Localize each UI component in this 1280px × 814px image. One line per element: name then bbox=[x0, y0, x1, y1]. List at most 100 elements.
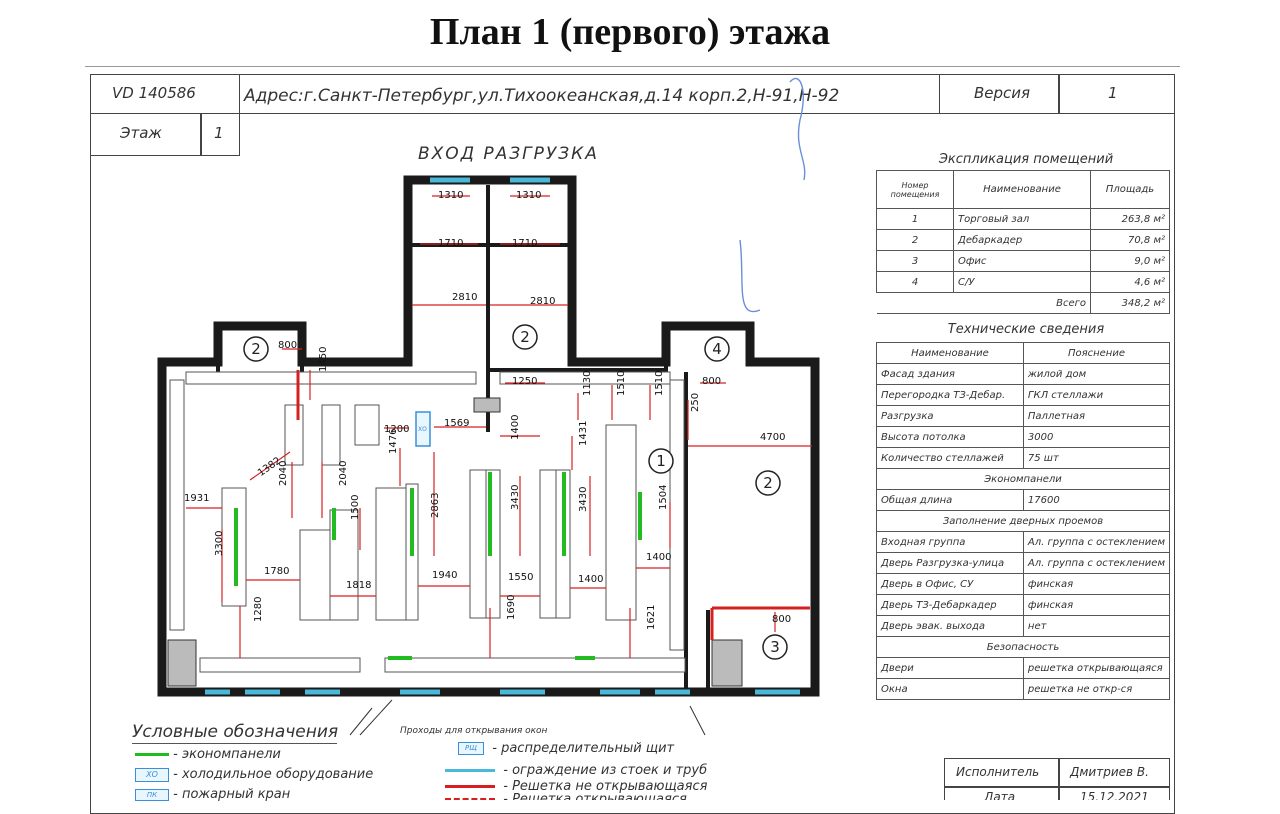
tech-cell: нет bbox=[1022, 615, 1171, 637]
explication-cell: 263,8 м² bbox=[1090, 208, 1170, 230]
explication-cell: 2 bbox=[876, 229, 954, 251]
dimension-label: 1400 bbox=[646, 552, 672, 563]
date-value: 15.12.2021 bbox=[1080, 790, 1149, 800]
header-version-value: 1 bbox=[1108, 84, 1118, 102]
header-floor-cell bbox=[90, 114, 240, 156]
explication-table: Номер помещения Наименование Площадь 1 Т… bbox=[876, 170, 1170, 314]
outer-walls bbox=[157, 175, 820, 697]
tech-cell: Количество стеллажей bbox=[876, 447, 1024, 469]
room-number: 2 bbox=[763, 474, 773, 492]
fence-symbol bbox=[445, 769, 495, 772]
header-code-cell bbox=[90, 74, 240, 114]
dimension-label: 1710 bbox=[438, 238, 464, 249]
tech-cell: жилой дом bbox=[1022, 363, 1171, 385]
tech-cell: финская bbox=[1022, 594, 1171, 616]
dimension-label: 1200 bbox=[384, 424, 410, 435]
tech-cell: финская bbox=[1022, 573, 1171, 595]
header-floor-divider bbox=[200, 114, 202, 156]
tech-header: Наименование bbox=[876, 342, 1024, 364]
header-address: Адрес:г.Санкт-Петербург,ул.Тихоокеанская… bbox=[244, 86, 840, 106]
window-access-lines bbox=[349, 699, 706, 736]
grilles bbox=[296, 370, 810, 640]
dimension-label: 1500 bbox=[350, 494, 361, 520]
tech-cell: ГКЛ стеллажи bbox=[1022, 384, 1171, 406]
tech-cell: Дверь ТЗ-Дебаркадер bbox=[876, 594, 1024, 616]
tech-cell: 3000 bbox=[1022, 426, 1171, 448]
dimension-label: 2810 bbox=[452, 292, 478, 303]
dimension-label: 1310 bbox=[516, 190, 542, 201]
tech-section: Безопасность bbox=[876, 636, 1170, 658]
dimension-label: 1710 bbox=[512, 238, 538, 249]
fixed-grille-symbol bbox=[445, 785, 495, 788]
dimension-label: 800 bbox=[702, 376, 722, 387]
dimension-label: 1931 bbox=[184, 493, 210, 504]
legend-item: - Решетка открывающаяся bbox=[445, 792, 687, 800]
tech-cell: Двери bbox=[876, 657, 1024, 679]
tech-cell: решетка не откр-ся bbox=[1022, 678, 1171, 700]
dimension-label: 3300 bbox=[214, 530, 225, 556]
explication-cell: 1 bbox=[876, 208, 954, 230]
legend-item: ХО - холодильное оборудование bbox=[135, 767, 373, 782]
legend-title-underline bbox=[132, 743, 337, 744]
executor-value: Дмитриев В. bbox=[1070, 765, 1149, 779]
dimension-label: 1690 bbox=[506, 594, 517, 620]
room-number: 1 bbox=[656, 452, 666, 470]
economy-panels bbox=[234, 472, 642, 660]
window-note: Проходы для открывания окон bbox=[400, 726, 548, 736]
dimension-label: 1130 bbox=[582, 370, 593, 396]
dimension-label: 2810 bbox=[530, 296, 556, 307]
economy-panel-symbol bbox=[135, 753, 169, 756]
explication-header: Площадь bbox=[1090, 170, 1170, 209]
dimension-label: 1569 bbox=[444, 418, 470, 429]
header-version-divider bbox=[1058, 74, 1060, 114]
dimension-label: 1400 bbox=[510, 414, 521, 440]
top-rule bbox=[85, 66, 1180, 67]
dimension-label: 800 bbox=[278, 340, 298, 351]
explication-cell: 70,8 м² bbox=[1090, 229, 1170, 251]
tech-cell: Фасад здания bbox=[876, 363, 1024, 385]
tech-header: Пояснение bbox=[1022, 342, 1171, 364]
tech-cell: Общая длина bbox=[876, 489, 1024, 511]
dimension-label: 1280 bbox=[253, 596, 264, 622]
header-version-label: Версия bbox=[974, 84, 1031, 102]
tech-cell: Дверь в Офис, СУ bbox=[876, 573, 1024, 595]
tech-cell: Дверь Разгрузка-улица bbox=[876, 552, 1024, 574]
dimension-label: 1550 bbox=[508, 572, 534, 583]
explication-cell: Офис bbox=[953, 250, 1091, 272]
fridge-symbol: ХО bbox=[135, 767, 169, 782]
header-floor-value: 1 bbox=[214, 124, 224, 142]
opening-grille-symbol bbox=[445, 798, 495, 800]
dimension-label: 1510 bbox=[654, 370, 665, 396]
dimension-label: 1940 bbox=[432, 570, 458, 581]
dimension-label: 2863 bbox=[430, 492, 441, 518]
fire-hydrant-symbol: ПК bbox=[135, 788, 169, 801]
fridge-unit bbox=[415, 411, 431, 447]
dimension-label: 2040 bbox=[278, 460, 289, 486]
dimension-label: 1621 bbox=[646, 604, 657, 630]
explication-header: Номер помещения bbox=[876, 170, 954, 209]
dimension-label: 1476 bbox=[388, 428, 399, 454]
dimension-label: 1510 bbox=[616, 370, 627, 396]
tech-cell: Разгрузка bbox=[876, 405, 1024, 427]
dimension-label: 1431 bbox=[578, 420, 589, 446]
tech-cell: Перегородка ТЗ-Дебар. bbox=[876, 384, 1024, 406]
dimension-label: 3430 bbox=[510, 484, 521, 510]
explication-cell: Дебаркадер bbox=[953, 229, 1091, 251]
explication-total: 348,2 м² bbox=[1090, 292, 1170, 314]
tech-cell: Окна bbox=[876, 678, 1024, 700]
table-row: 4 С/У 4,6 м² bbox=[876, 271, 1170, 293]
tech-section: Экономпанели bbox=[876, 468, 1170, 490]
fridge-symbol: ХО bbox=[418, 426, 427, 433]
dimension-label: 4700 bbox=[760, 432, 786, 443]
explication-cell: 4 bbox=[876, 271, 954, 293]
header-code: VD 140586 bbox=[112, 84, 196, 102]
